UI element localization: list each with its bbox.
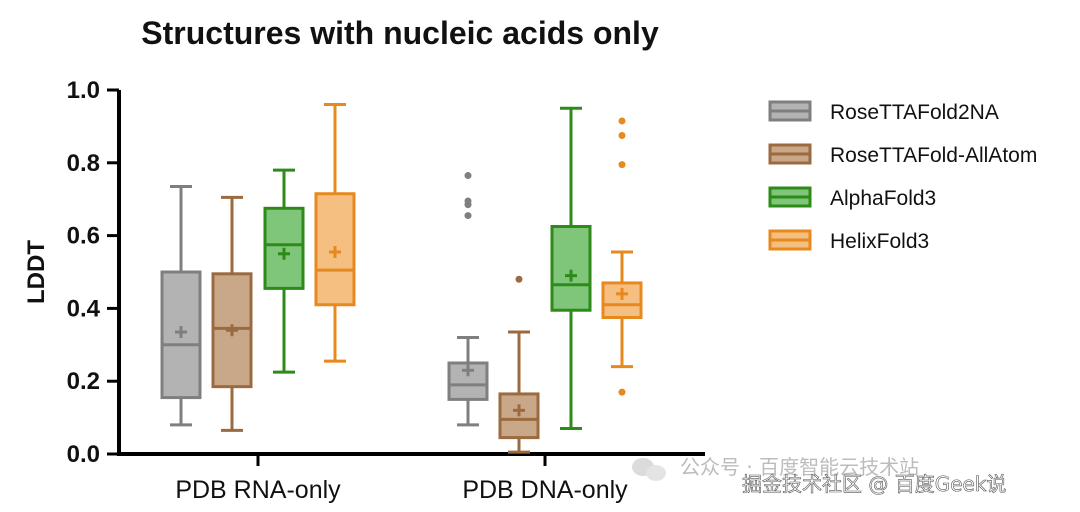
y-axis-label: LDDT xyxy=(23,240,50,304)
x-tick-label: PDB DNA-only xyxy=(462,476,628,504)
boxes xyxy=(160,103,643,454)
box-3-0 xyxy=(314,103,356,363)
y-tick-label: 0.8 xyxy=(67,150,100,177)
legend: RoseTTAFold2NA RoseTTAFold-AllAtomAlphaFo… xyxy=(768,100,1037,253)
box-1-0 xyxy=(211,195,253,432)
outlier-point xyxy=(464,172,472,180)
legend-label: RoseTTAFold2NA xyxy=(830,101,999,124)
box-0-0 xyxy=(160,184,202,427)
x-tick-label: PDB RNA-only xyxy=(175,476,341,504)
y-tick-label: 1.0 xyxy=(67,77,100,104)
watermark-line2: 掘金技术社区 @ 百度Geek说 xyxy=(742,472,1006,496)
outlier-point xyxy=(464,212,472,220)
outlier-point xyxy=(515,275,523,283)
y-tick-label: 0.6 xyxy=(67,223,100,250)
y-tick-label: 0.2 xyxy=(67,368,100,395)
x-ticks: PDB RNA-only PDB DNA-only xyxy=(175,454,628,504)
outlier-point xyxy=(618,161,626,169)
watermark-line1: 公众号 · 百度智能云技术站 xyxy=(680,455,919,479)
box-iqr xyxy=(550,225,592,312)
legend-label: HelixFold3 xyxy=(830,230,929,253)
box-1-1 xyxy=(498,275,540,454)
y-tick-label: 0.0 xyxy=(67,441,100,468)
chart-title: Structures with nucleic acids only xyxy=(141,15,659,51)
box-0-1 xyxy=(447,172,489,427)
outlier-point xyxy=(618,388,626,396)
box-2-0 xyxy=(263,168,305,374)
y-tick-label: 0.4 xyxy=(67,295,101,322)
y-ticks: 0.0 0.2 0.4 0.6 0.8 1.0 xyxy=(67,77,119,468)
box-2-1 xyxy=(550,106,592,431)
outlier-point xyxy=(618,117,626,125)
watermark: 公众号 · 百度智能云技术站 掘金技术社区 @ 百度Geek说 xyxy=(632,455,1007,496)
outlier-point xyxy=(464,197,472,205)
wechat-icon xyxy=(632,458,666,481)
legend-label: RoseTTAFold-AllAtom xyxy=(830,144,1037,167)
legend-label: AlphaFold3 xyxy=(830,187,936,210)
outlier-point xyxy=(618,132,626,139)
box-iqr xyxy=(263,206,305,290)
box-3-1 xyxy=(601,117,643,396)
